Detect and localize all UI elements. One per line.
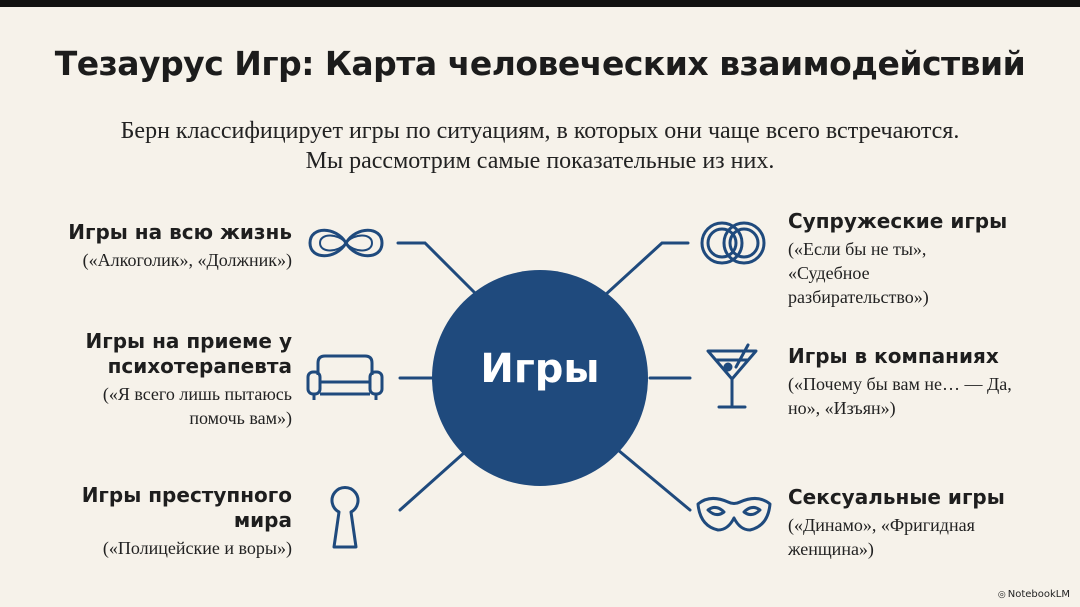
category-underworld-games: Игры преступного мира («Полицейские и во… bbox=[62, 483, 292, 560]
category-examples: («Почему бы вам не… — Да, но», «Изъян») bbox=[788, 374, 1012, 418]
brand-label: NotebookLM bbox=[1007, 589, 1070, 600]
notebooklm-logo-icon: ◎ bbox=[997, 590, 1006, 600]
sofa-icon bbox=[306, 354, 384, 400]
category-heading: Игры преступного мира bbox=[81, 483, 292, 532]
cocktail-icon bbox=[706, 343, 758, 409]
category-examples: («Я всего лишь пытаюсь помочь вам») bbox=[102, 384, 292, 428]
category-heading: Игры на всю жизнь bbox=[68, 220, 292, 244]
category-examples: («Динамо», «Фригидная женщина») bbox=[788, 515, 975, 559]
connector-left-bottom bbox=[398, 450, 467, 512]
category-party-games: Игры в компаниях («Почему бы вам не… — Д… bbox=[788, 344, 1028, 420]
category-marital-games: Супружеские игры («Если бы не ты», «Суде… bbox=[788, 209, 1028, 309]
category-heading: Сексуальные игры bbox=[788, 485, 1005, 509]
category-heading: Супружеские игры bbox=[788, 209, 1008, 233]
connector-right-bottom bbox=[616, 448, 692, 512]
top-bar bbox=[0, 0, 1080, 7]
keyhole-icon bbox=[330, 485, 360, 549]
mask-icon bbox=[696, 497, 772, 532]
category-sexual-games: Сексуальные игры («Динамо», «Фригидная ж… bbox=[788, 485, 1038, 561]
category-heading: Игры на приеме у психотерапевта bbox=[85, 329, 292, 378]
category-heading: Игры в компаниях bbox=[788, 344, 999, 368]
category-examples: («Алкоголик», «Должник») bbox=[82, 250, 292, 270]
category-lifelong-games: Игры на всю жизнь («Алкоголик», «Должник… bbox=[12, 220, 292, 272]
rings-icon bbox=[700, 221, 766, 265]
brand-watermark: ◎NotebookLM bbox=[998, 589, 1070, 600]
infinity-icon bbox=[308, 228, 384, 258]
page-subtitle: Берн классифицирует игры по ситуациям, в… bbox=[120, 118, 960, 174]
center-label: Игры bbox=[480, 346, 600, 392]
center-circle bbox=[432, 270, 648, 486]
connector-right-top bbox=[602, 241, 690, 298]
page-title: Тезаурус Игр: Карта человеческих взаимод… bbox=[54, 44, 1026, 83]
category-examples: («Если бы не ты», «Судебное разбирательс… bbox=[788, 239, 929, 307]
category-therapy-games: Игры на приеме у психотерапевта («Я всег… bbox=[42, 329, 292, 430]
connector-left-top bbox=[396, 241, 480, 298]
category-examples: («Полицейские и воры») bbox=[102, 538, 292, 558]
